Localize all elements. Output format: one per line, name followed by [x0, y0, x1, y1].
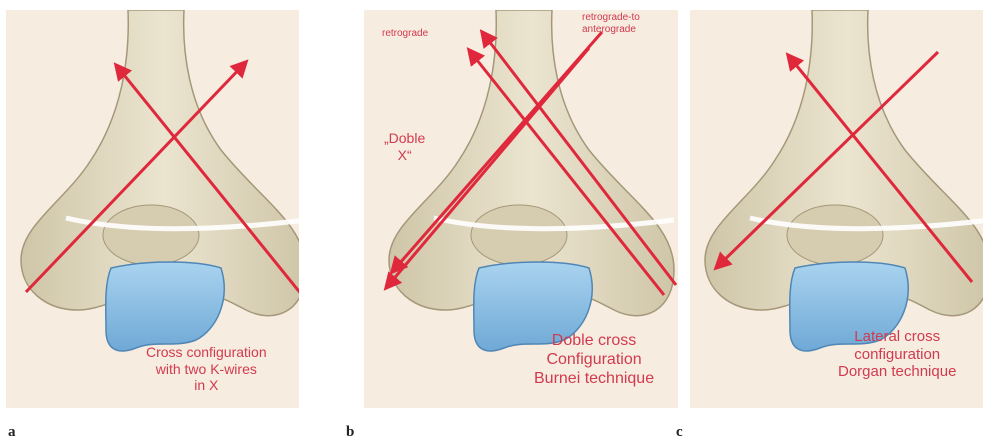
caption-c: Lateral cross configuration Dorgan techn… — [838, 328, 956, 381]
caption-line: with two K-wires — [146, 361, 267, 378]
caption-line: Cross configuration — [146, 344, 267, 361]
panel-letter-b: b — [346, 424, 354, 441]
panel-b: retrograde retrograde-to anterograde „Do… — [364, 10, 678, 408]
label-line: X“ — [384, 147, 425, 164]
label-retrograde: retrograde — [382, 28, 428, 40]
label-line: anterograde — [582, 24, 640, 36]
panel-c: Lateral cross configuration Dorgan techn… — [690, 10, 983, 408]
caption-b: Doble cross Configuration Burnei techniq… — [534, 332, 654, 389]
caption-line: Configuration — [534, 351, 654, 370]
caption-line: in X — [146, 377, 267, 394]
caption-line: Dorgan technique — [838, 363, 956, 381]
caption-line: Burnei technique — [534, 370, 654, 389]
caption-a: Cross configuration with two K-wires in … — [146, 344, 267, 394]
label-line: retrograde-to — [582, 12, 640, 24]
panel-letter-c: c — [676, 424, 683, 441]
label-line: „Doble — [384, 130, 425, 147]
panel-a: Cross configuration with two K-wires in … — [6, 10, 299, 408]
caption-line: Lateral cross — [838, 328, 956, 346]
label-retrograde-to-anterograde: retrograde-to anterograde — [582, 12, 640, 36]
caption-line: configuration — [838, 346, 956, 364]
label-doble-x: „Doble X“ — [384, 130, 425, 163]
caption-line: Doble cross — [534, 332, 654, 351]
panel-letter-a: a — [8, 424, 16, 441]
